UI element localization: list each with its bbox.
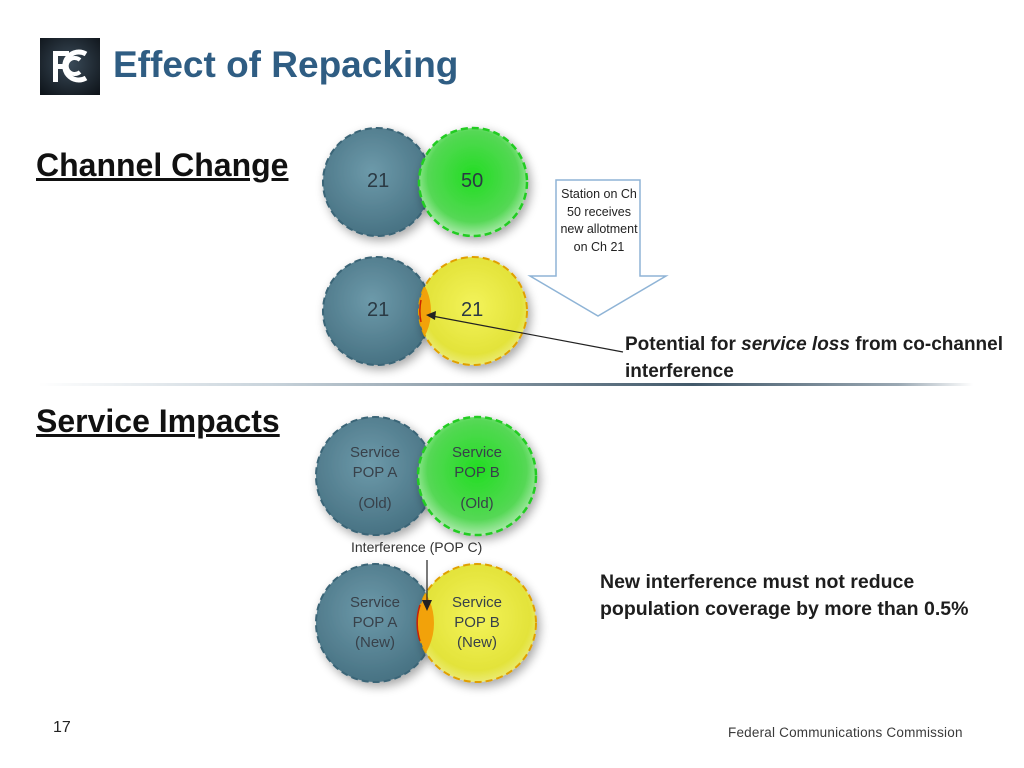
coverage-rule-note: New interference must not reduce populat… bbox=[600, 571, 969, 620]
service-pop-b-new-circle bbox=[417, 563, 537, 683]
service-pop-a-old-label: Service POP A (Old) bbox=[349, 444, 401, 512]
callout-text: Station on Ch 50 receives new allotment … bbox=[560, 187, 638, 254]
service-loss-emphasis: service loss bbox=[741, 334, 850, 355]
section-divider bbox=[38, 383, 973, 386]
page-title: Effect of Repacking bbox=[113, 44, 459, 85]
callout-arrow bbox=[527, 179, 669, 317]
footer-text: Federal Communications Commission bbox=[728, 725, 963, 740]
service-pop-b-old-label: Service POP B (Old) bbox=[451, 444, 503, 512]
service-loss-pointer bbox=[431, 315, 624, 353]
service-pop-a-new-label: Service POP A (New) bbox=[349, 594, 401, 651]
page-number: 17 bbox=[53, 719, 71, 736]
service-pop-b-new-label: Service POP B (New) bbox=[451, 594, 503, 651]
interference-label: Interference (POP C) bbox=[351, 539, 483, 555]
section-heading-service-impacts: Service Impacts bbox=[36, 403, 280, 439]
channel-label-bottom-right: 21 bbox=[461, 299, 484, 321]
channel-50-circle bbox=[417, 126, 529, 238]
fcc-logo bbox=[40, 38, 100, 95]
channel-label-bottom-left: 21 bbox=[367, 299, 390, 321]
channel-label-top-right: 50 bbox=[461, 170, 484, 192]
section-heading-channel-change: Channel Change bbox=[36, 147, 289, 183]
channel-label-top-left: 21 bbox=[367, 170, 390, 192]
service-pop-b-old-circle bbox=[416, 415, 538, 537]
service-loss-note: Potential for service loss from co-chann… bbox=[625, 334, 1004, 382]
